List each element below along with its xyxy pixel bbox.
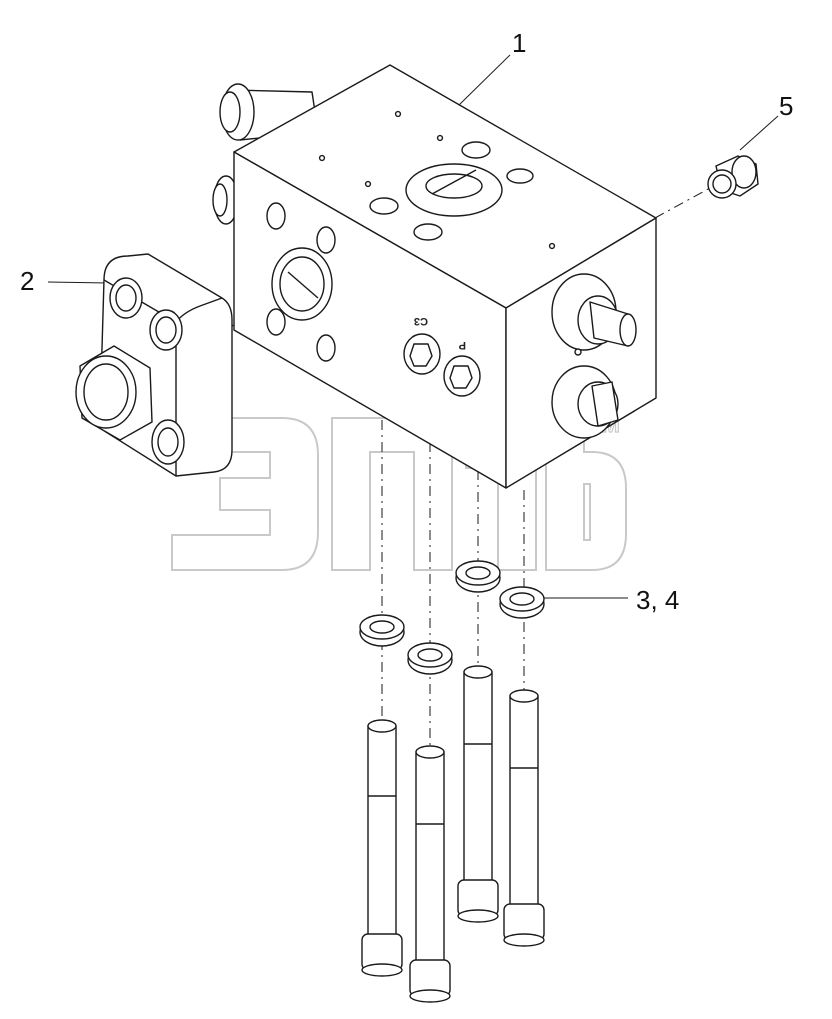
bolt-2 (409, 745, 451, 1003)
top-face-ports (318, 110, 556, 250)
callout-part-1: 1 (512, 28, 527, 58)
bolts (361, 665, 545, 1003)
bolt-1 (361, 719, 403, 977)
bolt-3 (457, 665, 499, 923)
plug-fitting (707, 155, 759, 199)
cartridge-lower (551, 348, 619, 439)
callout-part-5: 5 (779, 91, 794, 121)
washer-1 (359, 614, 405, 647)
port-label-p: P (459, 339, 466, 351)
washer-2 (407, 642, 453, 675)
callout-parts-3-4: 3, 4 (636, 585, 680, 615)
port-label-c3: C3 (414, 315, 428, 327)
washer-4 (499, 586, 545, 619)
front-face-ports (266, 202, 481, 397)
flange (75, 253, 233, 477)
rear-fitting-lower (212, 175, 239, 225)
leader-lines (47, 54, 779, 599)
cartridge-upper (551, 273, 637, 351)
bolt-4 (503, 689, 545, 947)
callout-part-2: 2 (20, 266, 35, 296)
washers (359, 560, 545, 675)
washer-3 (455, 560, 501, 593)
valve-block: C3 P (212, 64, 657, 489)
